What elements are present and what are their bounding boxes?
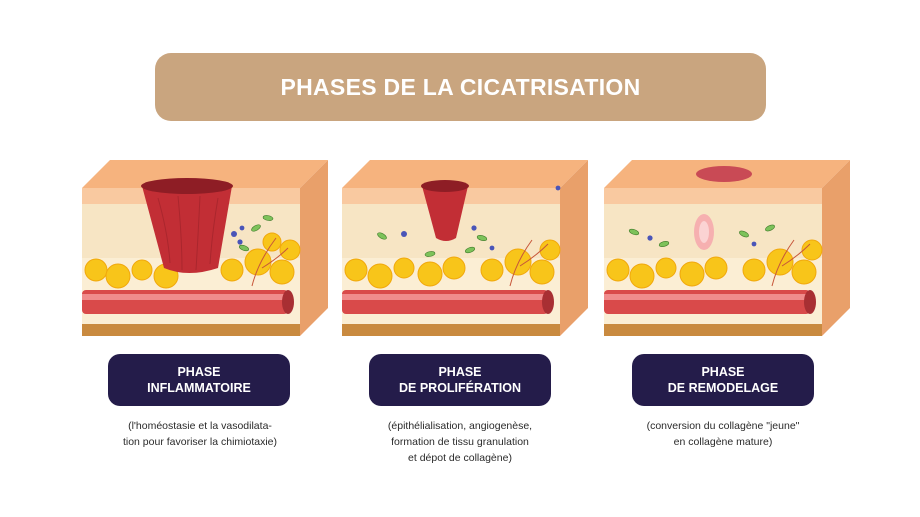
phase-description-remodeling: (conversion du collagène "jeune" en coll… bbox=[603, 418, 843, 450]
skin-illustration-proliferation bbox=[342, 158, 590, 336]
phase-box-proliferation: PHASE DE PROLIFÉRATION bbox=[369, 354, 551, 406]
skin-illustration-inflammatory bbox=[82, 158, 330, 336]
phase-label-line1: PHASE bbox=[177, 365, 221, 379]
desc-line3: et dépot de collagène) bbox=[408, 452, 512, 464]
phase-label-line1: PHASE bbox=[701, 365, 745, 379]
phase-label-line2: DE REMODELAGE bbox=[667, 381, 779, 395]
phase-box-inflammatory: PHASE INFLAMMATOIRE bbox=[108, 354, 290, 406]
phase-label-line2: INFLAMMATOIRE bbox=[147, 381, 251, 395]
phase-label-line1: PHASE bbox=[438, 365, 482, 379]
desc-line2: tion pour favoriser la chimiotaxie) bbox=[122, 436, 278, 448]
desc-line2: formation de tissu granulation bbox=[391, 436, 529, 448]
desc-line2: en collagène mature) bbox=[673, 436, 773, 448]
desc-line1: (conversion du collagène "jeune" bbox=[646, 420, 800, 432]
desc-line1: (épithélialisation, angiogenèse, bbox=[387, 420, 533, 432]
phase-label-line2: DE PROLIFÉRATION bbox=[399, 381, 521, 395]
phase-box-remodeling: PHASE DE REMODELAGE bbox=[632, 354, 814, 406]
desc-line1: (l'homéostasie et la vasodilata- bbox=[128, 420, 272, 432]
phase-description-proliferation: (épithélialisation, angiogenèse, formati… bbox=[340, 418, 580, 466]
phase-description-inflammatory: (l'homéostasie et la vasodilata- tion po… bbox=[80, 418, 320, 450]
title-banner: PHASES DE LA CICATRISATION bbox=[155, 53, 766, 121]
page-title: PHASES DE LA CICATRISATION bbox=[280, 73, 641, 100]
skin-illustration-remodeling bbox=[604, 158, 852, 336]
